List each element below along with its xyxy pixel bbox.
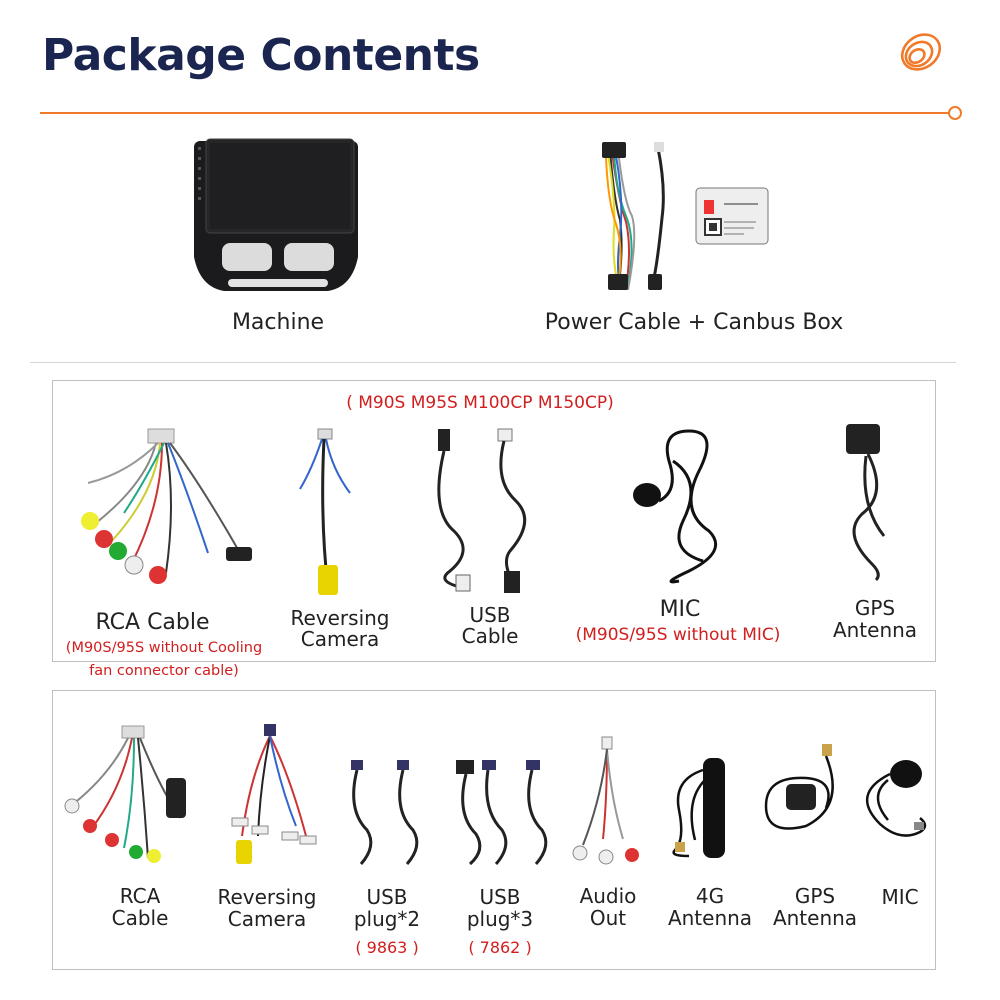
rca-cable-note-line2: fan connector cable) bbox=[89, 663, 239, 679]
header-divider bbox=[40, 112, 954, 114]
power-harness-canbus-box-icon bbox=[598, 138, 778, 296]
reversing-camera-label-1: Reversing bbox=[290, 606, 390, 630]
mic-label: MIC bbox=[659, 597, 701, 622]
usb-plug3-note: ( 7862 ) bbox=[468, 938, 532, 957]
microphone-icon bbox=[860, 744, 932, 844]
usb-plug-3-icon bbox=[452, 758, 562, 868]
usb-plug2-note: ( 9863 ) bbox=[355, 938, 419, 957]
4g-antenna-label-2: Antenna bbox=[667, 906, 753, 930]
car-radio-head-unit-icon bbox=[192, 135, 362, 297]
rca-harness-icon bbox=[66, 425, 256, 595]
gps-antenna-label-1b: GPS bbox=[794, 884, 836, 908]
usb-plug3-label-2: plug*3 bbox=[466, 907, 534, 931]
machine-label: Machine bbox=[231, 310, 325, 335]
rca-cable-label-1: RCA bbox=[119, 884, 161, 908]
usb-cable-icon bbox=[430, 425, 550, 595]
reversing-camera-label-2b: Camera bbox=[227, 907, 307, 931]
gps-antenna-icon bbox=[762, 740, 857, 840]
model-list: ( M90S M95S M100CP M150CP) bbox=[346, 393, 614, 413]
rca-harness-icon bbox=[58, 722, 196, 872]
page-title: Package Contents bbox=[42, 30, 480, 81]
rca-cable-note-line1: (M90S/95S without Cooling bbox=[65, 640, 263, 656]
accessories-box-2 bbox=[52, 690, 936, 970]
usb-plug2-label-2: plug*2 bbox=[353, 907, 421, 931]
gps-antenna-label-2: Antenna bbox=[832, 618, 918, 642]
mic-label-b: MIC bbox=[881, 885, 919, 909]
usb-plug-2-icon bbox=[345, 758, 435, 868]
4g-antenna-icon bbox=[665, 740, 745, 865]
section-separator bbox=[30, 362, 956, 363]
orange-spiral-logo-icon bbox=[895, 28, 947, 76]
usb-plug3-label-1: USB bbox=[479, 885, 521, 909]
mic-note: (M90S/95S without MIC) bbox=[575, 625, 781, 645]
reversing-camera-cable-icon bbox=[292, 425, 362, 605]
audio-out-label-1: Audio bbox=[579, 884, 637, 908]
rca-cable-label: RCA Cable bbox=[95, 610, 210, 635]
gps-antenna-icon bbox=[838, 422, 908, 582]
reversing-camera-cable-icon bbox=[224, 722, 324, 872]
power-cable-canbus-label: Power Cable + Canbus Box bbox=[544, 310, 844, 335]
audio-out-cable-icon bbox=[568, 735, 648, 875]
reversing-camera-label-2: Camera bbox=[300, 627, 380, 651]
audio-out-label-2: Out bbox=[589, 906, 627, 930]
divider-dot bbox=[948, 106, 962, 120]
microphone-icon bbox=[625, 425, 725, 585]
usb-plug2-label-1: USB bbox=[366, 885, 408, 909]
usb-cable-label-2: Cable bbox=[461, 624, 519, 648]
accessories-box-1 bbox=[52, 380, 936, 662]
rca-cable-label-2: Cable bbox=[111, 906, 169, 930]
4g-antenna-label-1: 4G bbox=[695, 884, 725, 908]
reversing-camera-label-1b: Reversing bbox=[217, 885, 317, 909]
gps-antenna-label-2b: Antenna bbox=[772, 906, 858, 930]
usb-cable-label-1: USB bbox=[469, 603, 511, 627]
gps-antenna-label-1: GPS bbox=[854, 596, 896, 620]
